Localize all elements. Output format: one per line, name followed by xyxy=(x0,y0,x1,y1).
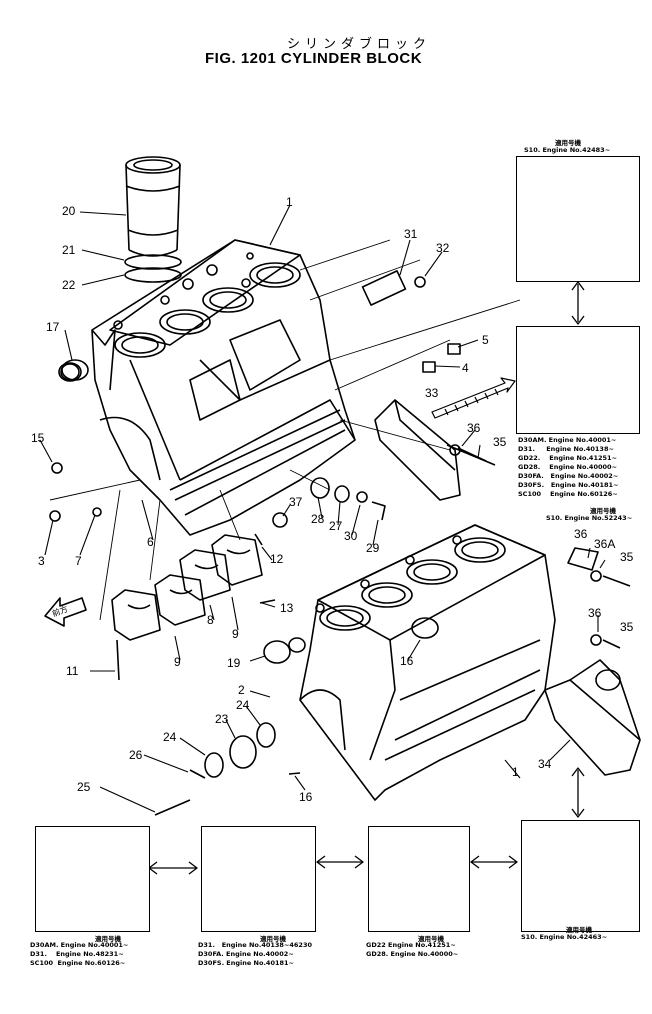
applicability-header: 適用号機 xyxy=(590,507,616,515)
callout-35: 35 xyxy=(493,435,507,449)
serial-note: S10. Engine No.52243~ xyxy=(546,514,633,522)
inset-box-bottom-4 xyxy=(521,820,640,932)
serial-note: S10. Engine No.42483~ xyxy=(524,146,611,154)
inset-box-top-right xyxy=(516,156,640,282)
callout-1: 1 xyxy=(286,195,293,209)
callout-19: 19 xyxy=(227,656,241,670)
callout-3: 3 xyxy=(38,554,45,568)
double-arrows xyxy=(148,281,585,875)
guide-lines xyxy=(49,239,521,621)
applicability-header: 適用号機 xyxy=(555,139,581,147)
serial-note: GD22 Engine No.41251~ GD28. Engine No.40… xyxy=(366,941,459,958)
callout-8: 8 xyxy=(207,613,214,627)
callout-25: 25 xyxy=(77,780,91,794)
callout-28: 28 xyxy=(311,512,325,526)
cylinder-block-upper xyxy=(60,239,356,536)
serial-note: D30AM. Engine No.40001~ D31. Engine No.4… xyxy=(30,941,129,967)
leader-lines xyxy=(39,204,606,813)
callout-6: 6 xyxy=(147,535,154,549)
callout-5: 5 xyxy=(482,333,489,347)
callout-21: 21 xyxy=(62,243,76,257)
callout-36: 36 xyxy=(574,527,588,541)
front-direction-arrow xyxy=(44,597,87,627)
small-parts xyxy=(49,270,631,816)
callout-15: 15 xyxy=(31,431,45,445)
callout-33: 33 xyxy=(425,386,439,400)
callout-11: 11 xyxy=(66,664,79,678)
callout-1: 1 xyxy=(512,765,519,779)
callout-13: 13 xyxy=(280,601,294,615)
diagram-title: FIG. 1201 CYLINDER BLOCK xyxy=(205,50,423,67)
callout-35: 35 xyxy=(620,620,634,634)
callout-30: 30 xyxy=(344,529,358,543)
callout-36: 36 xyxy=(588,606,602,620)
callout-9: 9 xyxy=(232,627,239,641)
callout-22: 22 xyxy=(62,278,76,292)
callout-32: 32 xyxy=(436,241,450,255)
inset-box-bottom-1 xyxy=(35,826,150,932)
engine-mount-bracket xyxy=(374,399,641,776)
applicability-header: 適用号機 xyxy=(260,935,286,943)
callout-12: 12 xyxy=(270,552,284,566)
o-ring-upper xyxy=(124,254,182,270)
cylinder-liner xyxy=(125,156,181,257)
callout-9: 9 xyxy=(174,655,181,669)
callout-26: 26 xyxy=(129,748,143,762)
serial-note: S10. Engine No.42463~ xyxy=(521,933,608,941)
diagram-title-japanese: シリンダブロック xyxy=(287,36,432,51)
inset-box-mid-right xyxy=(516,326,640,434)
applicability-header: 適用号機 xyxy=(95,935,121,943)
callout-29: 29 xyxy=(366,541,380,555)
callout-27: 27 xyxy=(329,519,343,533)
callout-37: 37 xyxy=(289,495,303,509)
callout-36: 36 xyxy=(467,421,481,435)
callout-2: 2 xyxy=(238,683,245,697)
callout-36A: 36A xyxy=(594,537,616,551)
applicability-header: 適用号機 xyxy=(418,935,444,943)
applicability-header: 適用号機 xyxy=(566,926,592,934)
callout-16: 16 xyxy=(299,790,313,804)
serial-note: D30AM. Engine No.40001~ D31. Engine No.4… xyxy=(518,436,619,498)
callout-6: 16 xyxy=(400,654,414,668)
callout-24: 24 xyxy=(163,730,177,744)
o-ring-lower xyxy=(124,267,182,283)
callout-4: 4 xyxy=(462,361,469,375)
callout-24: 24 xyxy=(236,698,250,712)
inset-box-bottom-3 xyxy=(368,826,470,932)
callout-23: 23 xyxy=(215,712,229,726)
callout-20: 20 xyxy=(62,204,76,218)
callout-35: 35 xyxy=(620,550,634,564)
hatched-arrow xyxy=(431,377,516,419)
main-bearing-caps xyxy=(111,534,263,641)
serial-note: D31. Engine No.40138~46230 D30FA. Engine… xyxy=(198,941,312,967)
callout-17: 17 xyxy=(46,320,60,334)
cylinder-block-lower xyxy=(299,524,556,801)
callout-34: 34 xyxy=(538,757,552,771)
callout-31: 31 xyxy=(404,227,418,241)
inset-box-bottom-2 xyxy=(201,826,316,932)
callout-7: 7 xyxy=(75,554,82,568)
